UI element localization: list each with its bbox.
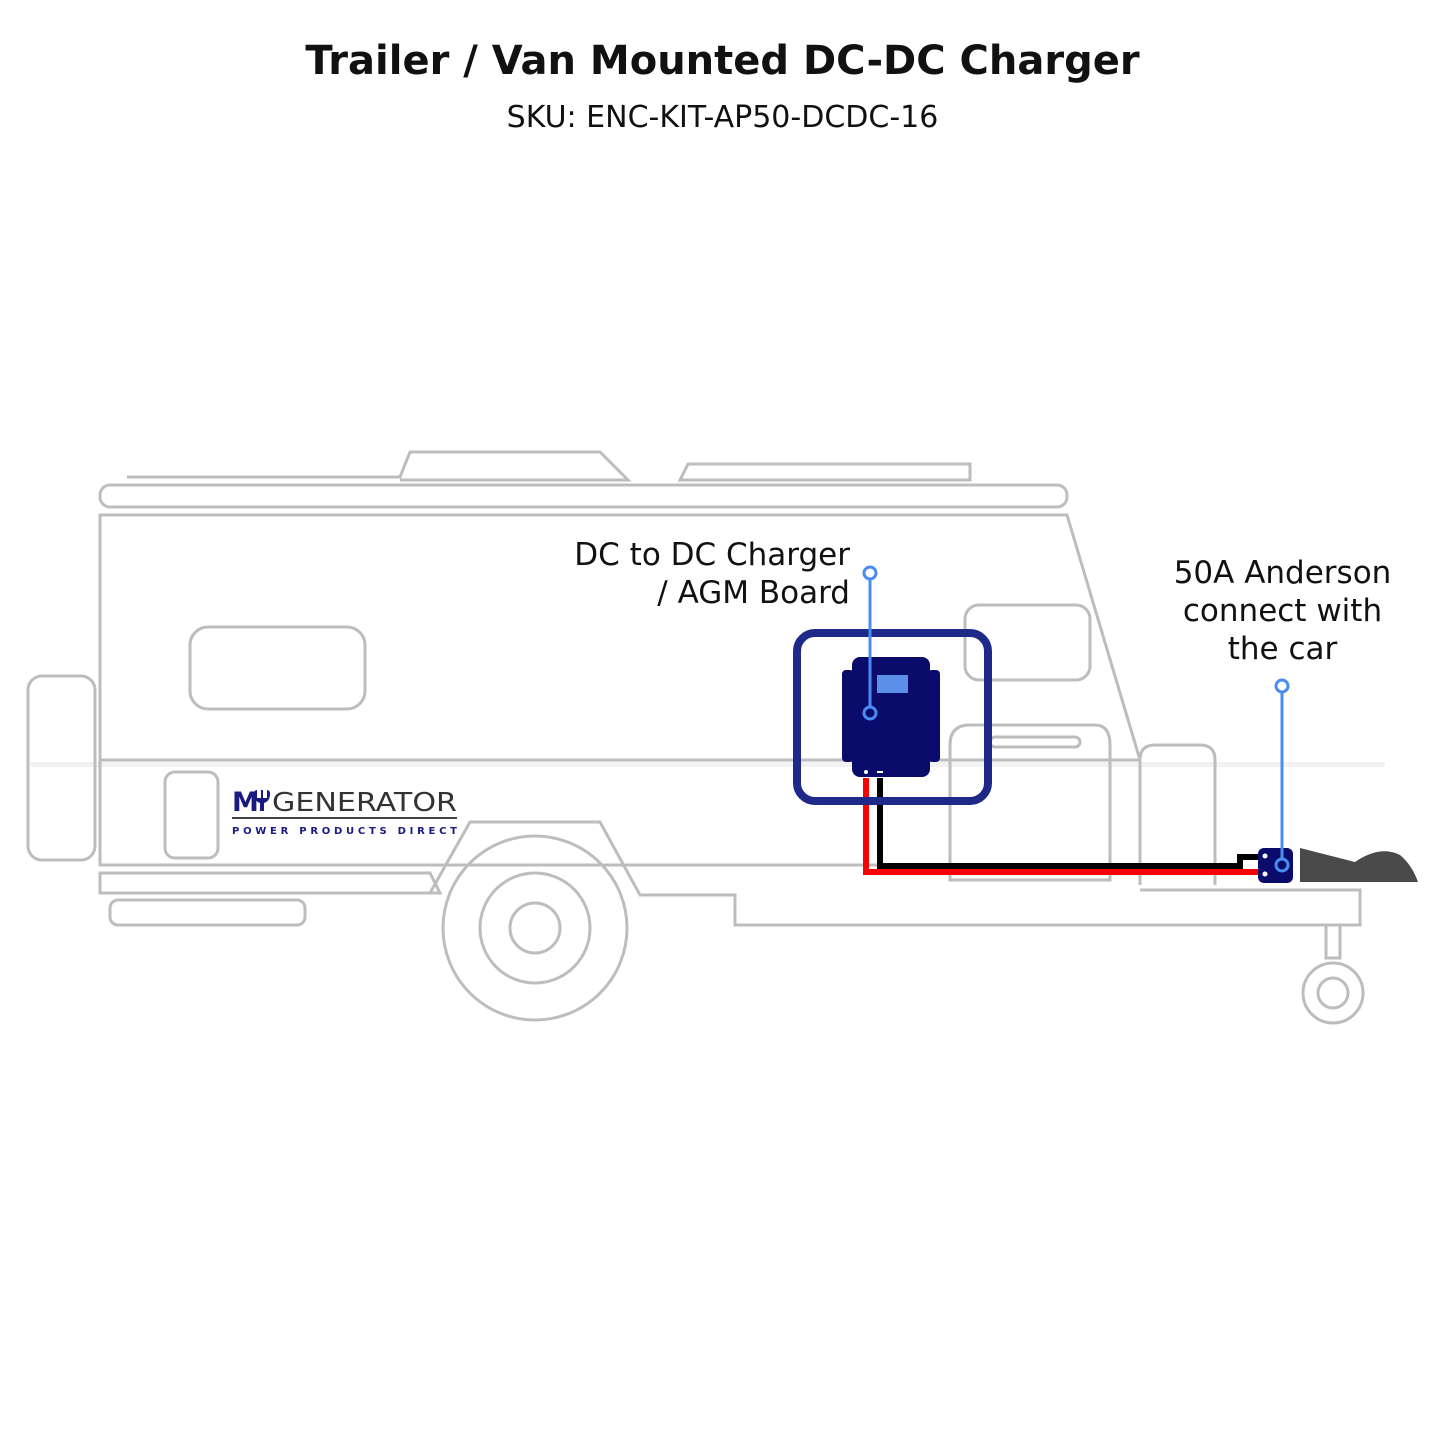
charger-label-line1: DC to DC Charger: [574, 537, 850, 573]
page-title: Trailer / Van Mounted DC-DC Charger: [305, 38, 1140, 84]
positive-wire: [863, 778, 1262, 875]
watermark: [30, 762, 1385, 767]
svg-text:POWER PRODUCTS DIRECT: POWER PRODUCTS DIRECT: [232, 826, 457, 837]
anderson-label-line1: 50A Anderson: [1173, 555, 1392, 591]
anderson-label-line3: the car: [1227, 631, 1338, 667]
svg-text:GENERATOR: GENERATOR: [272, 788, 457, 818]
pointer-lines: [862, 565, 1290, 873]
charger-label: DC to DC Charger / AGM Board: [540, 536, 850, 612]
trailer-outline: [26, 450, 1365, 1025]
anderson-label-line2: connect with: [1182, 593, 1383, 629]
negative-wire: [877, 778, 1260, 869]
anderson-label: 50A Anderson connect with the car: [1140, 554, 1425, 668]
car-plug: [1300, 848, 1418, 882]
sku-subtitle: SKU: ENC-KIT-AP50-DCDC-16: [506, 100, 939, 135]
wiring: [863, 778, 1262, 875]
dc-dc-charger: [842, 657, 940, 777]
charger-highlight-frame: [793, 629, 992, 805]
charger-label-line2: / AGM Board: [657, 575, 850, 611]
mygenerator-logo: M GENERATOR POWER PRODUCTS DIRECT: [232, 787, 457, 837]
